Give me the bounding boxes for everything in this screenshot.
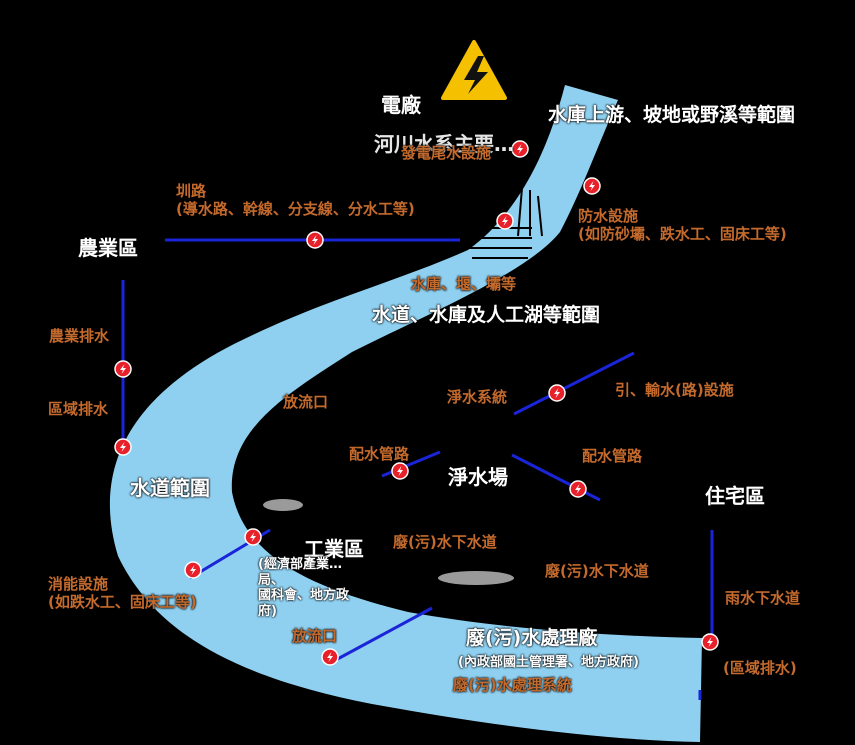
outlet-line [331, 606, 433, 664]
canal-label: 圳路 (導水路、幹線、分支線、分水工等) [176, 182, 415, 218]
dist-pipe-label-1: 配水管路 [349, 445, 410, 463]
sewer-label-1: 廢(污)水下水道 [393, 533, 497, 551]
lightning-point-icon [114, 438, 132, 456]
wastewater-agencies-label: (內政部國土管理署、地方政府) [458, 655, 639, 670]
lightning-point-icon [306, 231, 324, 249]
industrial-zone-label: 工業區 [304, 537, 364, 561]
lightning-point-icon [184, 561, 202, 579]
lightning-point-icon [548, 384, 566, 402]
channel-scope-label: 水道範圍 [130, 476, 210, 500]
power-plant-label: 電廠 [381, 93, 421, 117]
wastewater-system-label: 廢(污)水處理系統 [453, 676, 572, 694]
storm-sewer-label: 雨水下水道 [725, 589, 801, 607]
lightning-point-icon [701, 633, 719, 651]
purify-plant-label: 淨水場 [448, 465, 508, 489]
lightning-point-icon [321, 648, 339, 666]
tailwater-facility-label: 發電尾水設施 [401, 144, 492, 162]
river-channel [109, 85, 702, 742]
lightning-point-icon [583, 177, 601, 195]
waterway-scope-label: 水道、水庫及人工湖等範圍 [372, 304, 601, 326]
diversion-facility-label: 引、輸水(路)設施 [615, 381, 734, 399]
sewer-label-2: 廢(污)水下水道 [545, 562, 649, 580]
outlet-label-2: 放流口 [292, 627, 338, 645]
dist-pipe-label-2: 配水管路 [582, 447, 643, 465]
regional-drain-label-2: (區域排水) [723, 659, 797, 677]
lightning-point-icon [114, 360, 132, 378]
regional-drain-label: 區域排水 [48, 400, 109, 418]
agri-drain-label: 農業排水 [49, 327, 110, 345]
pond [438, 571, 514, 585]
pond [263, 499, 303, 511]
industrial-agencies-label: (經濟部產業… 局、 國科會、地方政 府) [258, 557, 350, 619]
reservoir-label: 水庫、堰、壩等 [411, 275, 517, 293]
purify-system-label: 淨水系統 [447, 388, 508, 406]
protection-facility-label: 防水設施 (如防砂壩、跌水工、固床工等) [578, 207, 787, 243]
lightning-point-icon [496, 212, 514, 230]
outlet-label-1: 放流口 [283, 393, 329, 411]
upstream-scope-label: 水庫上游、坡地或野溪等範圍 [548, 104, 796, 126]
lightning-point-icon [244, 528, 262, 546]
lightning-point-icon [391, 462, 409, 480]
agri-zone-label: 農業區 [78, 236, 138, 260]
residential-zone-label: 住宅區 [705, 484, 765, 508]
diversion-line [513, 351, 635, 416]
lightning-point-icon [511, 140, 529, 158]
high-voltage-warning-icon [441, 40, 507, 100]
lightning-point-icon [569, 480, 587, 498]
dissipator-label: 消能設施 (如跌水工、固床工等) [48, 575, 197, 611]
overlapped-title-label: 河川水系主要… [374, 132, 514, 156]
wastewater-plant-label: 廢(污)水處理廠 [466, 627, 598, 649]
